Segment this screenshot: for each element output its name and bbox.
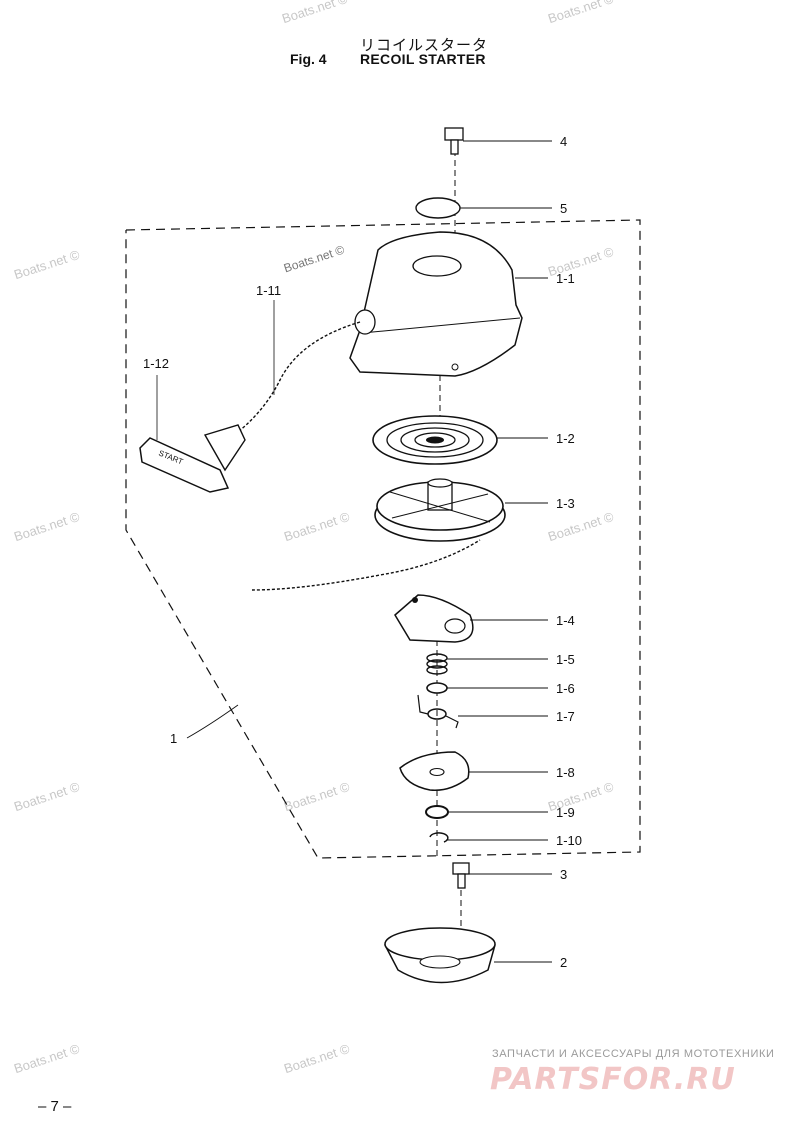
callout-1-7: 1-7 bbox=[556, 709, 575, 724]
clip-part-1-10 bbox=[429, 832, 449, 843]
return-spring-part-1-7 bbox=[417, 694, 459, 729]
recoil-spring-part-1-2 bbox=[372, 415, 498, 465]
title-english: RECOIL STARTER bbox=[360, 51, 486, 67]
callout-1-11: 1-11 bbox=[256, 283, 282, 298]
assembly-boundary bbox=[125, 219, 641, 859]
ratchet-part-1-4 bbox=[394, 594, 474, 643]
spring-part-1-5 bbox=[426, 653, 448, 675]
leader-lines bbox=[186, 140, 552, 963]
figure-label: Fig. 4 bbox=[290, 51, 327, 67]
cap-part-5 bbox=[415, 197, 461, 219]
callout-1-8: 1-8 bbox=[556, 765, 575, 780]
bolt-part-3 bbox=[452, 862, 470, 889]
callout-1-5: 1-5 bbox=[556, 652, 575, 667]
callout-1-9: 1-9 bbox=[556, 805, 575, 820]
callout-1-10: 1-10 bbox=[556, 833, 583, 848]
callout-1-2: 1-2 bbox=[556, 431, 575, 446]
friction-plate-part-1-8 bbox=[399, 751, 470, 791]
starter-case-part-1-1 bbox=[349, 231, 523, 377]
page-number: – 7 – bbox=[38, 1098, 72, 1115]
starter-rope-part-1-11 bbox=[237, 321, 361, 433]
washer-part-1-9 bbox=[425, 805, 449, 819]
brand-logo: PARTSFOR.RU bbox=[490, 1062, 736, 1097]
reel-part-1-3 bbox=[374, 478, 506, 542]
brand-tagline: ЗАПЧАСТИ И АКСЕССУАРЫ ДЛЯ МОТОТЕХНИКИ bbox=[492, 1048, 775, 1060]
starter-cup-part-2 bbox=[383, 927, 496, 984]
callout-5: 5 bbox=[560, 201, 568, 216]
callout-4: 4 bbox=[560, 134, 568, 149]
callout-1-1: 1-1 bbox=[556, 271, 575, 286]
callout-1-6: 1-6 bbox=[556, 681, 575, 696]
bolt-part-4 bbox=[444, 127, 464, 155]
title-japanese: リコイルスタータ bbox=[360, 36, 489, 54]
starter-handle-part-1-12: START bbox=[139, 424, 246, 493]
callout-1-4: 1-4 bbox=[556, 613, 575, 628]
callout-2: 2 bbox=[560, 955, 568, 970]
callout-1-3: 1-3 bbox=[556, 496, 575, 511]
callout-3: 3 bbox=[560, 867, 568, 882]
washer-part-1-6 bbox=[426, 682, 448, 694]
callout-1: 1 bbox=[170, 731, 178, 746]
callout-1-12: 1-12 bbox=[143, 356, 170, 371]
